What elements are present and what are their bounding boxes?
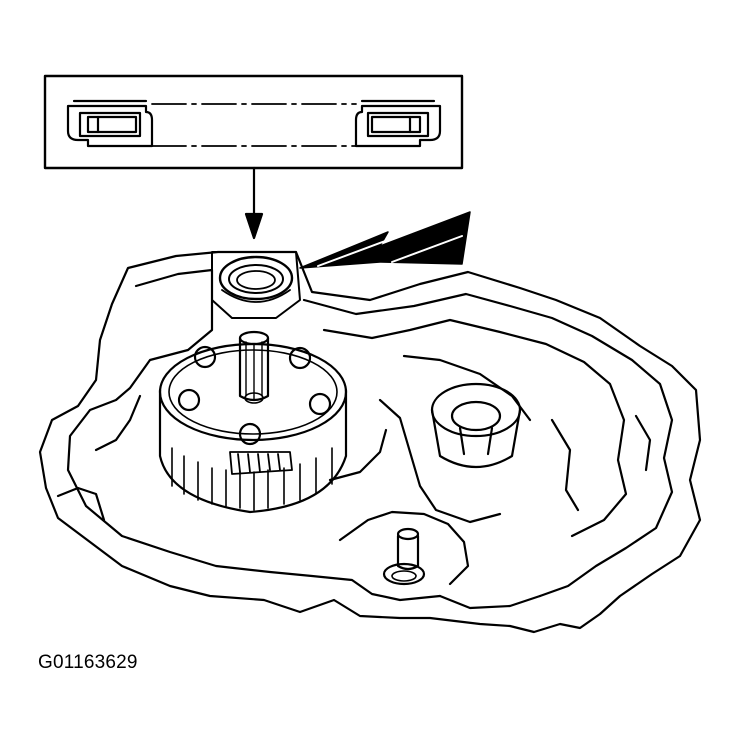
bearing-section-right <box>354 99 442 148</box>
case-rib-8 <box>634 414 652 472</box>
case-rib-5 <box>94 394 142 452</box>
transmission-case <box>38 250 702 634</box>
case-boss <box>430 382 522 468</box>
highlight-arrow <box>299 211 471 269</box>
case-rib-3 <box>328 428 388 482</box>
case-rib-6 <box>56 486 106 522</box>
clutch-plates <box>171 447 333 511</box>
drum-holes <box>177 345 332 446</box>
case-rib-7 <box>550 418 580 512</box>
case-outer-outline <box>38 250 702 634</box>
bearing-section-left <box>66 99 154 148</box>
stud-bolt <box>382 527 426 586</box>
input-shaft <box>238 330 270 404</box>
case-rib-2 <box>378 398 502 524</box>
drum-side <box>158 388 348 514</box>
case-edge-detail <box>438 594 542 610</box>
figure-id-label: G01163629 <box>38 652 138 673</box>
case-flange-right <box>302 292 674 598</box>
callout-frame <box>43 74 464 170</box>
case-inner-wall <box>322 318 628 538</box>
case-rib-4 <box>338 510 470 586</box>
bearing-part <box>211 251 301 319</box>
case-rib-1 <box>402 354 532 422</box>
case-inner-rim <box>66 268 442 602</box>
bearing-detail-callout <box>43 74 464 170</box>
pointer-arrow <box>244 166 264 240</box>
drum-gear-teeth <box>229 451 293 475</box>
clutch-drum <box>158 330 348 514</box>
